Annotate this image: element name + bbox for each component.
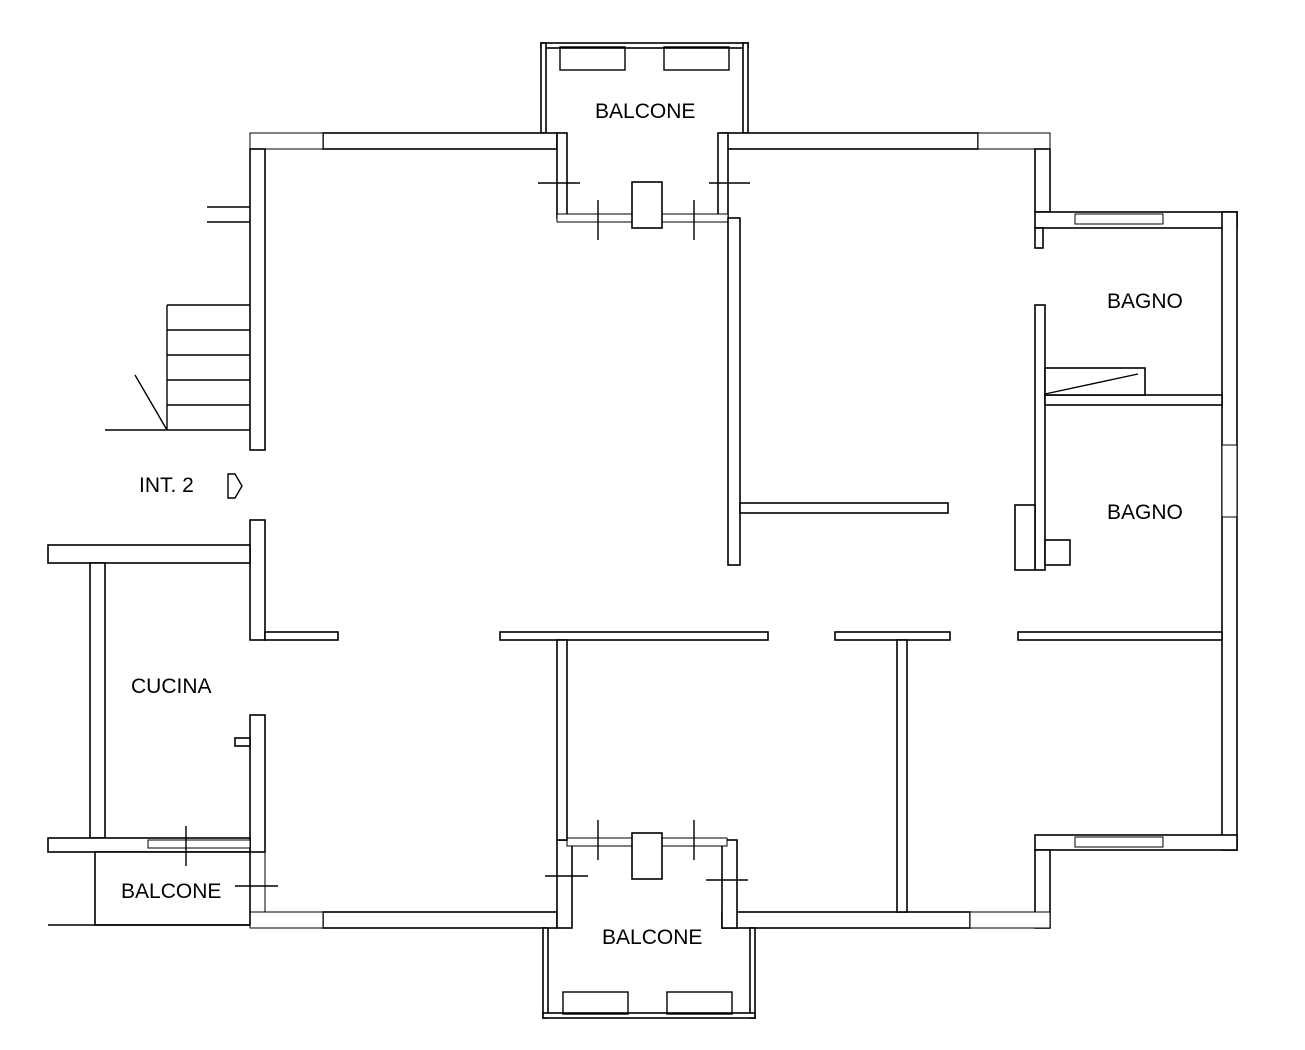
room-label-entrance: INT. 2 [139, 474, 194, 497]
balcony-top [540, 42, 749, 134]
room-label-balcone-top: BALCONE [595, 100, 695, 123]
outer-walls [249, 132, 1238, 929]
stairs [105, 206, 250, 499]
room-label-balcone-left: BALCONE [121, 880, 221, 903]
balcony-bottom [542, 927, 756, 1019]
room-label-balcone-bottom: BALCONE [602, 926, 702, 949]
room-label-bagno-1: BAGNO [1107, 290, 1183, 313]
window-markers [185, 182, 750, 887]
room-label-cucina: CUCINA [131, 675, 212, 698]
room-label-bagno-2: BAGNO [1107, 501, 1183, 524]
entrance-arrow-icon [227, 473, 243, 499]
interior-walls [234, 217, 1223, 913]
kitchen-area [47, 544, 251, 926]
